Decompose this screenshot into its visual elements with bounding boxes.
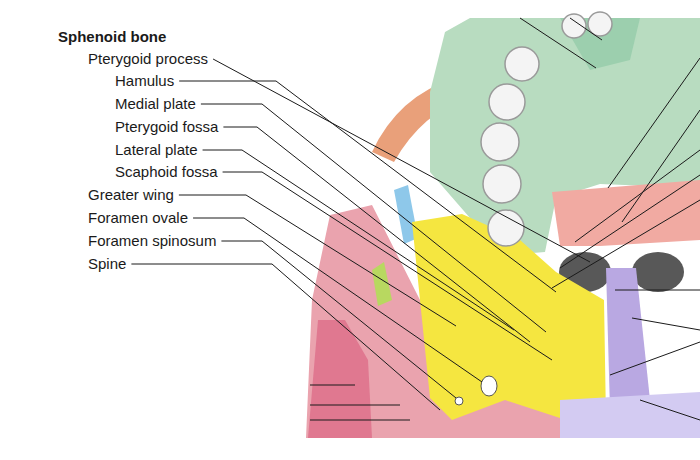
part-label: Hamulus xyxy=(115,72,174,90)
leader-line xyxy=(193,218,482,382)
tooth xyxy=(483,165,521,203)
leader-line xyxy=(622,110,700,222)
part-label: Pterygoid process xyxy=(88,50,208,68)
part-label: Foramen ovale xyxy=(88,209,188,227)
leader-line xyxy=(310,405,400,406)
foramen-spinosum-hole xyxy=(455,397,463,405)
leader-line xyxy=(615,290,700,291)
leader-line xyxy=(610,342,700,375)
leader-line xyxy=(570,18,602,40)
part-label: Lateral plate xyxy=(115,141,198,159)
leader-line xyxy=(203,150,514,330)
part-label: Spine xyxy=(88,255,126,273)
tooth xyxy=(489,84,525,120)
tooth xyxy=(481,123,519,161)
leader-line xyxy=(179,195,456,326)
leader-line xyxy=(608,58,700,188)
part-label: Pterygoid fossa xyxy=(115,118,218,136)
foramen-ovale-hole xyxy=(481,376,497,396)
leader-line xyxy=(575,150,700,242)
teeth xyxy=(481,12,612,246)
leader-line xyxy=(201,104,546,332)
leader-line xyxy=(632,318,700,330)
part-label: Foramen spinosum xyxy=(88,232,216,250)
tooth xyxy=(488,210,524,246)
vomer xyxy=(606,268,650,410)
leader-line xyxy=(131,264,440,410)
leader-line xyxy=(179,81,556,292)
basiocciput xyxy=(560,392,700,438)
leader-line xyxy=(213,59,590,262)
skull-base-group xyxy=(306,12,700,438)
leader-line xyxy=(223,172,552,360)
leader-line xyxy=(552,200,700,288)
other-leader-lines xyxy=(310,18,700,420)
part-label: Greater wing xyxy=(88,186,174,204)
leader-line xyxy=(221,241,456,398)
part-label: Medial plate xyxy=(115,95,196,113)
leader-line xyxy=(310,420,410,421)
part-label: Scaphoid fossa xyxy=(115,163,218,181)
leader-line xyxy=(310,385,355,386)
tooth xyxy=(505,47,539,81)
leader-line xyxy=(560,175,700,268)
leader-line xyxy=(640,400,700,420)
choana-right xyxy=(632,252,684,292)
title: Sphenoid bone xyxy=(58,28,166,46)
leader-line xyxy=(520,18,596,68)
